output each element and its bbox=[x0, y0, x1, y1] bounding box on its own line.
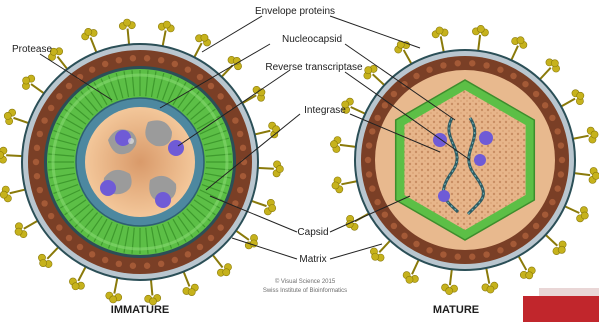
envelope-spike bbox=[518, 255, 535, 279]
envelope-spike bbox=[158, 21, 174, 47]
envelope-spike bbox=[441, 268, 457, 294]
mature-virion bbox=[330, 25, 599, 294]
envelope-spike bbox=[38, 246, 59, 267]
label-protease: Protease bbox=[12, 44, 52, 55]
credit-line-1: © Visual Science 2015 bbox=[275, 278, 336, 285]
core-immature bbox=[85, 107, 195, 217]
envelope-spike bbox=[235, 230, 257, 249]
corner-shade bbox=[539, 288, 599, 296]
envelope-spike bbox=[511, 37, 527, 61]
envelope-spike bbox=[254, 122, 280, 138]
envelope-spike bbox=[564, 206, 588, 222]
envelope-spike bbox=[370, 240, 391, 261]
label-matrix: Matrix bbox=[299, 254, 326, 265]
envelope-spike bbox=[482, 267, 498, 293]
envelope-spike bbox=[4, 109, 29, 125]
envelope-spike bbox=[472, 25, 488, 51]
envelope-spike bbox=[183, 271, 199, 296]
envelope-spike bbox=[22, 75, 44, 94]
envelope-spike bbox=[15, 220, 39, 237]
credit-line-2: Swiss Institute of Bioinformatics bbox=[263, 288, 347, 294]
envelope-spike bbox=[69, 266, 86, 290]
envelope-spike bbox=[82, 28, 98, 53]
label-envelope-proteins: Envelope proteins bbox=[255, 6, 335, 17]
label-nucleocapsid: Nucleocapsid bbox=[282, 34, 342, 45]
envelope-spike bbox=[106, 277, 122, 303]
envelope-spike bbox=[250, 199, 275, 215]
envelope-spike bbox=[432, 27, 448, 53]
envelope-spike bbox=[145, 278, 161, 305]
envelope-spike bbox=[119, 19, 135, 46]
envelope-spike bbox=[403, 259, 419, 283]
envelope-spike bbox=[212, 254, 231, 276]
envelope-spike bbox=[572, 127, 598, 143]
envelope-spike bbox=[573, 167, 599, 183]
envelope-spike bbox=[332, 177, 358, 193]
envelope-spike bbox=[560, 90, 584, 107]
envelope-spike bbox=[0, 186, 26, 202]
label-integrase: Integrase bbox=[304, 105, 346, 116]
label-mature: MATURE bbox=[433, 304, 479, 316]
envelope-spike bbox=[0, 147, 23, 163]
label-capsid: Capsid bbox=[297, 227, 328, 238]
label-immature: IMMATURE bbox=[111, 304, 169, 316]
envelope-spike bbox=[364, 65, 385, 86]
label-reverse-transcriptase: Reverse transcriptase bbox=[265, 62, 363, 73]
envelope-spike bbox=[539, 59, 560, 80]
envelope-spike bbox=[330, 136, 356, 152]
envelope-spike bbox=[545, 234, 566, 255]
corner-red-tab bbox=[523, 296, 599, 322]
envelope-spike bbox=[194, 34, 211, 58]
envelope-spike bbox=[257, 161, 284, 177]
